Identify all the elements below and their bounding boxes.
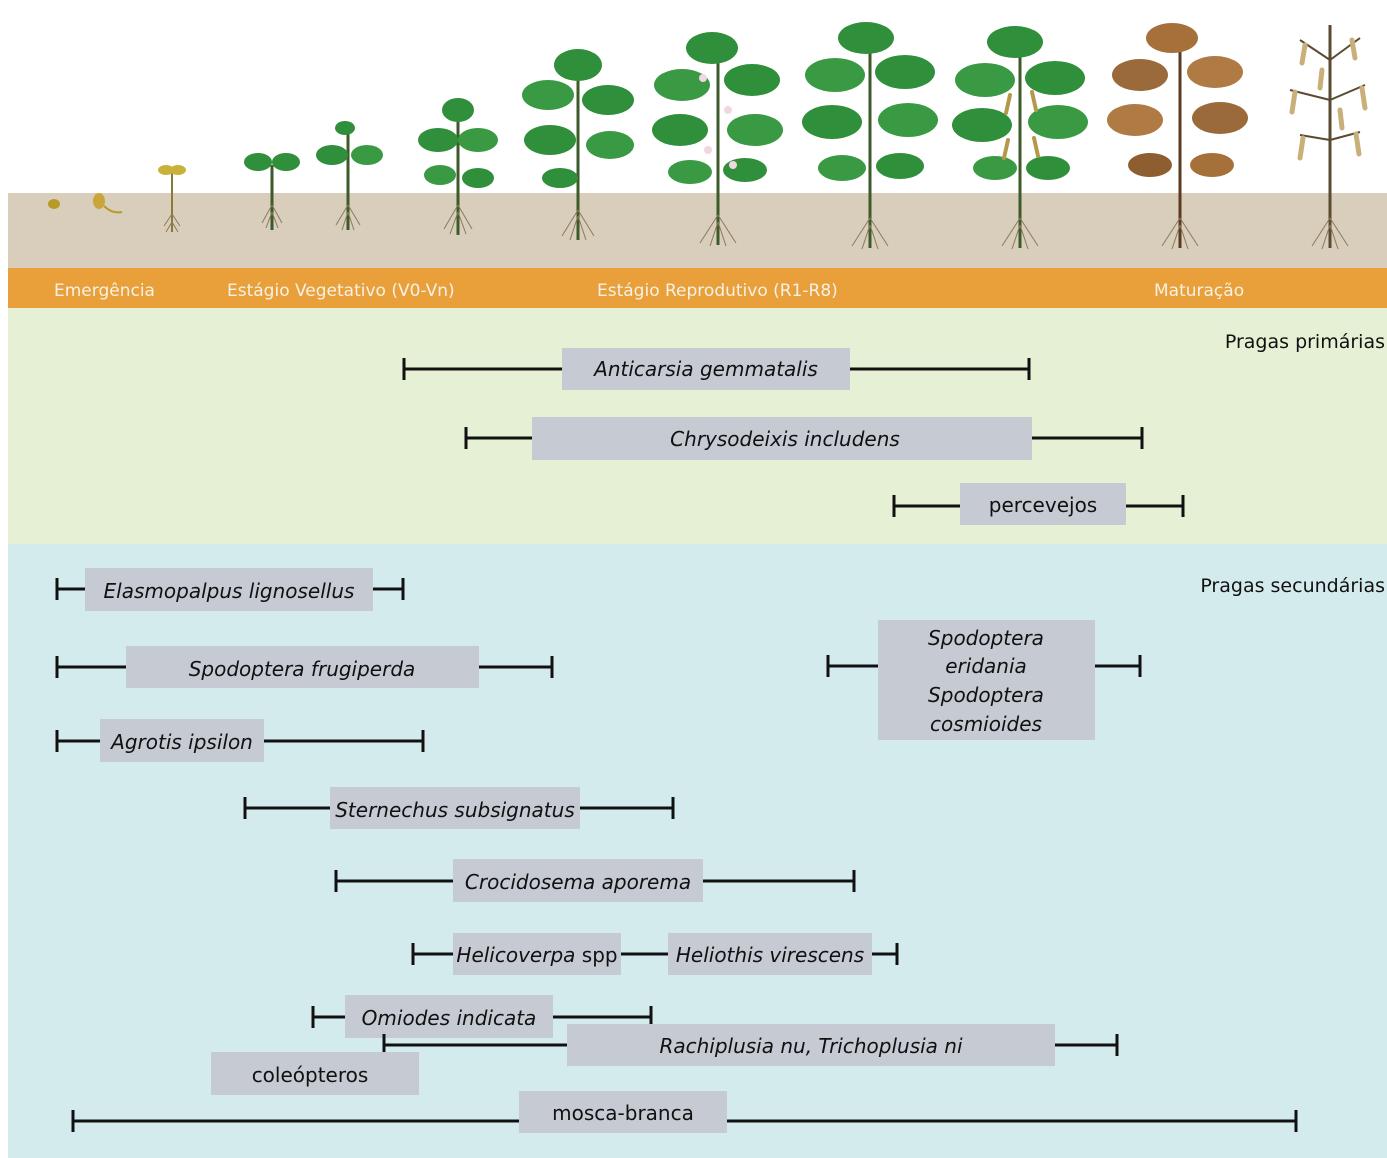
pest-label-rachiplusia: Rachiplusia nu, Trichoplusia ni <box>659 1034 963 1058</box>
pest-box-spodoptera-frugiperda <box>126 646 479 688</box>
pest-label-spodoptera-eridania-1: Spodoptera <box>928 626 1044 650</box>
pest-box-percevejos <box>960 483 1126 525</box>
pest-label-percevejos: percevejos <box>989 493 1097 517</box>
pest-label-spodoptera-eridania-2: eridania <box>945 654 1027 678</box>
reproductive-plant-icon <box>522 49 634 241</box>
pest-label-anticarsia: Anticarsia gemmatalis <box>592 357 818 381</box>
pest-label-helicoverpa-genus: Helicoverpa <box>456 943 575 967</box>
maturing-plant-icon <box>1107 23 1248 250</box>
pest-box-omiodes <box>345 995 553 1038</box>
pest-box-helicoverpa <box>453 933 621 975</box>
pest-box-chrysodeixis <box>532 417 1032 460</box>
pest-label-helicoverpa: Helicoverpa spp <box>456 943 617 967</box>
seed-icon <box>48 199 60 209</box>
seedling-icon <box>158 165 186 233</box>
primary-pests-title: Pragas primárias <box>1225 331 1385 353</box>
growth-stage-band: Emergência Estágio Vegetativo (V0-Vn) Es… <box>8 268 1387 308</box>
vegetative-plant-icon <box>244 153 300 230</box>
pest-label-helicoverpa-spp: spp <box>575 943 617 967</box>
pest-label-spodoptera-cosmioides-2: cosmioides <box>930 712 1042 736</box>
reproductive-plant-icon <box>802 22 938 250</box>
plant-growth-illustration <box>8 22 1387 268</box>
pest-box-rachiplusia <box>567 1024 1055 1066</box>
pest-label-coleopteros: coleópteros <box>252 1063 369 1087</box>
pest-label-mosca-branca: mosca-branca <box>552 1101 694 1125</box>
pest-label-spodoptera-frugiperda: Spodoptera frugiperda <box>189 657 416 681</box>
mature-plant-icon <box>1289 25 1368 250</box>
vegetative-plant-icon <box>316 121 383 231</box>
flowering-plant-icon <box>652 32 783 247</box>
germinating-seed-icon <box>93 193 123 214</box>
pest-label-heliothis: Heliothis virescens <box>676 943 864 967</box>
secondary-pests-section: Pragas secundárias Elasmopalpus lignosel… <box>8 544 1387 1158</box>
pest-label-crocidosema: Crocidosema aporema <box>465 870 691 894</box>
pest-label-sternechus: Sternechus subsignatus <box>335 798 575 822</box>
pest-box-mosca-branca <box>519 1091 727 1133</box>
pest-box-sternechus <box>330 787 580 829</box>
stage-label-maturation: Maturação <box>1154 281 1244 301</box>
soil-band <box>8 193 1387 268</box>
pest-label-chrysodeixis: Chrysodeixis includens <box>670 427 900 451</box>
stage-label-reproductive: Estágio Reprodutivo (R1-R8) <box>597 281 838 301</box>
pest-label-spodoptera-cosmioides-1: Spodoptera <box>928 683 1044 707</box>
pest-box-elasmopalpus <box>85 568 373 611</box>
pest-box-agrotis <box>100 719 264 762</box>
pest-box-coleopteros <box>211 1052 419 1095</box>
pest-label-agrotis: Agrotis ipsilon <box>109 730 253 754</box>
pest-box-spodoptera-eridania <box>878 620 1095 740</box>
pest-label-elasmopalpus: Elasmopalpus lignosellus <box>104 579 355 603</box>
vegetative-plant-icon <box>418 98 498 235</box>
pest-box-heliothis <box>668 933 872 975</box>
pod-filling-plant-icon <box>952 26 1088 250</box>
pest-box-anticarsia <box>562 348 850 390</box>
stage-label-vegetative: Estágio Vegetativo (V0-Vn) <box>227 281 455 301</box>
primary-pests-section: Pragas primárias Anticarsia gemmatalis C… <box>8 308 1387 544</box>
stage-label-emergence: Emergência <box>54 281 155 301</box>
pest-box-crocidosema <box>453 859 703 902</box>
secondary-pests-title: Pragas secundárias <box>1200 575 1385 597</box>
pest-label-omiodes: Omiodes indicata <box>362 1006 537 1030</box>
stage-band-background <box>8 268 1387 308</box>
